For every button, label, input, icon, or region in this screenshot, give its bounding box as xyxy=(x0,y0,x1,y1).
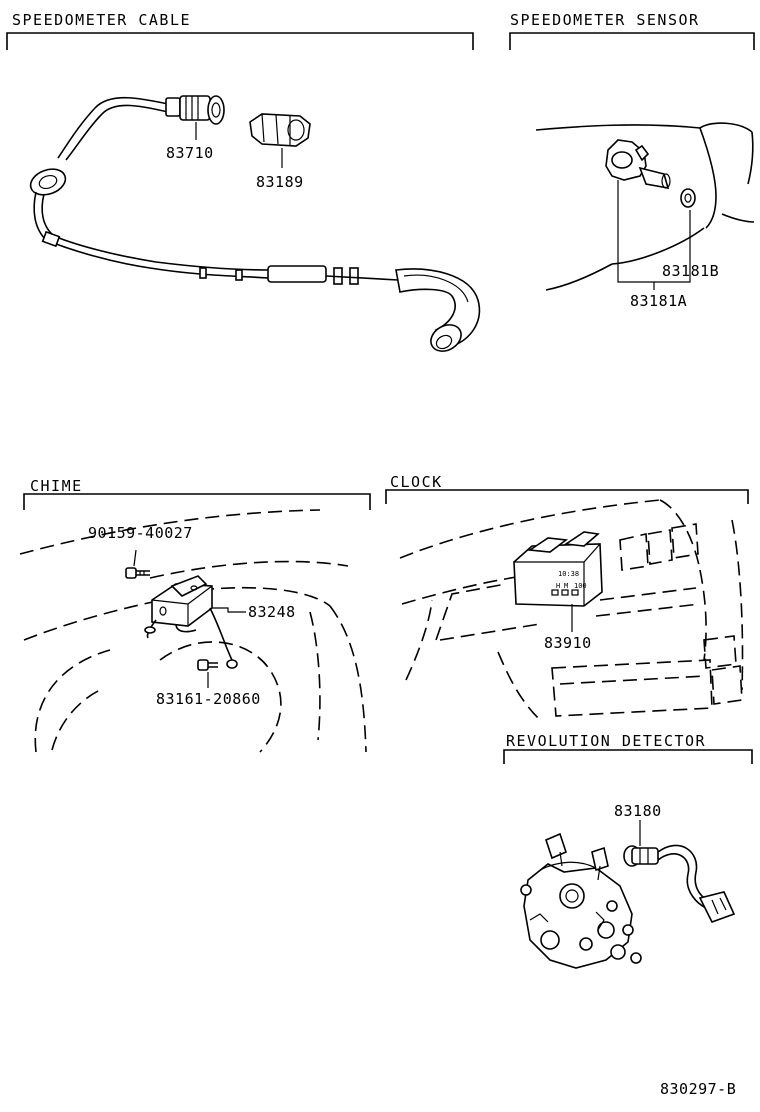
section-title-speedometer-cable: SPEEDOMETER CABLE xyxy=(12,11,191,29)
instrument-panel-outline xyxy=(19,509,367,753)
section-chime: CHIME 90159-40027 xyxy=(19,477,371,753)
clock-button-h: H xyxy=(556,582,560,590)
section-bracket xyxy=(385,489,749,504)
clip-83189-drawing xyxy=(249,113,311,147)
section-bracket xyxy=(509,32,755,50)
clock-83910-drawing: 10:38 H M 100 xyxy=(513,531,603,607)
section-speedometer-sensor: SPEEDOMETER SENSOR 83181B 83181A xyxy=(509,11,755,310)
section-speedometer-cable: SPEEDOMETER CABLE xyxy=(6,11,481,352)
section-title-clock: CLOCK xyxy=(390,473,443,491)
screw-83161-drawing xyxy=(197,659,218,671)
figure-number: 830297-B xyxy=(660,1080,736,1098)
part-number-83248: 83248 xyxy=(248,603,296,621)
bolt-90159-drawing xyxy=(125,567,150,579)
part-number-90159-40027: 90159-40027 xyxy=(88,524,193,542)
clock-display-time: 10:38 xyxy=(558,570,579,578)
chime-83248-drawing xyxy=(144,575,238,669)
section-title-revolution-detector: REVOLUTION DETECTOR xyxy=(506,732,706,750)
part-number-83181b: 83181B xyxy=(662,262,719,280)
revolution-sensor-83180-drawing xyxy=(623,844,736,923)
section-bracket xyxy=(6,32,474,50)
center-console-outline xyxy=(399,499,744,721)
clock-button-set: 100 xyxy=(574,582,587,590)
part-number-83710: 83710 xyxy=(166,144,214,162)
part-number-83161-20860: 83161-20860 xyxy=(156,690,261,708)
transmission-housing-drawing xyxy=(535,122,755,291)
leader-line xyxy=(212,607,246,613)
section-title-speedometer-sensor: SPEEDOMETER SENSOR xyxy=(510,11,700,29)
clock-button-m: M xyxy=(564,582,568,590)
section-title-chime: CHIME xyxy=(30,477,83,495)
speedometer-cable-drawing xyxy=(29,95,481,352)
part-number-83189: 83189 xyxy=(256,173,304,191)
section-bracket xyxy=(503,749,753,764)
section-clock: CLOCK 10:38 xyxy=(385,473,749,721)
section-revolution-detector: REVOLUTION DETECTOR xyxy=(503,732,753,969)
section-bracket xyxy=(23,493,371,510)
injection-pump-drawing xyxy=(520,832,642,969)
part-number-83910: 83910 xyxy=(544,634,592,652)
leader-line xyxy=(133,549,137,567)
part-number-83180: 83180 xyxy=(614,802,662,820)
part-number-83181a: 83181A xyxy=(630,292,687,310)
